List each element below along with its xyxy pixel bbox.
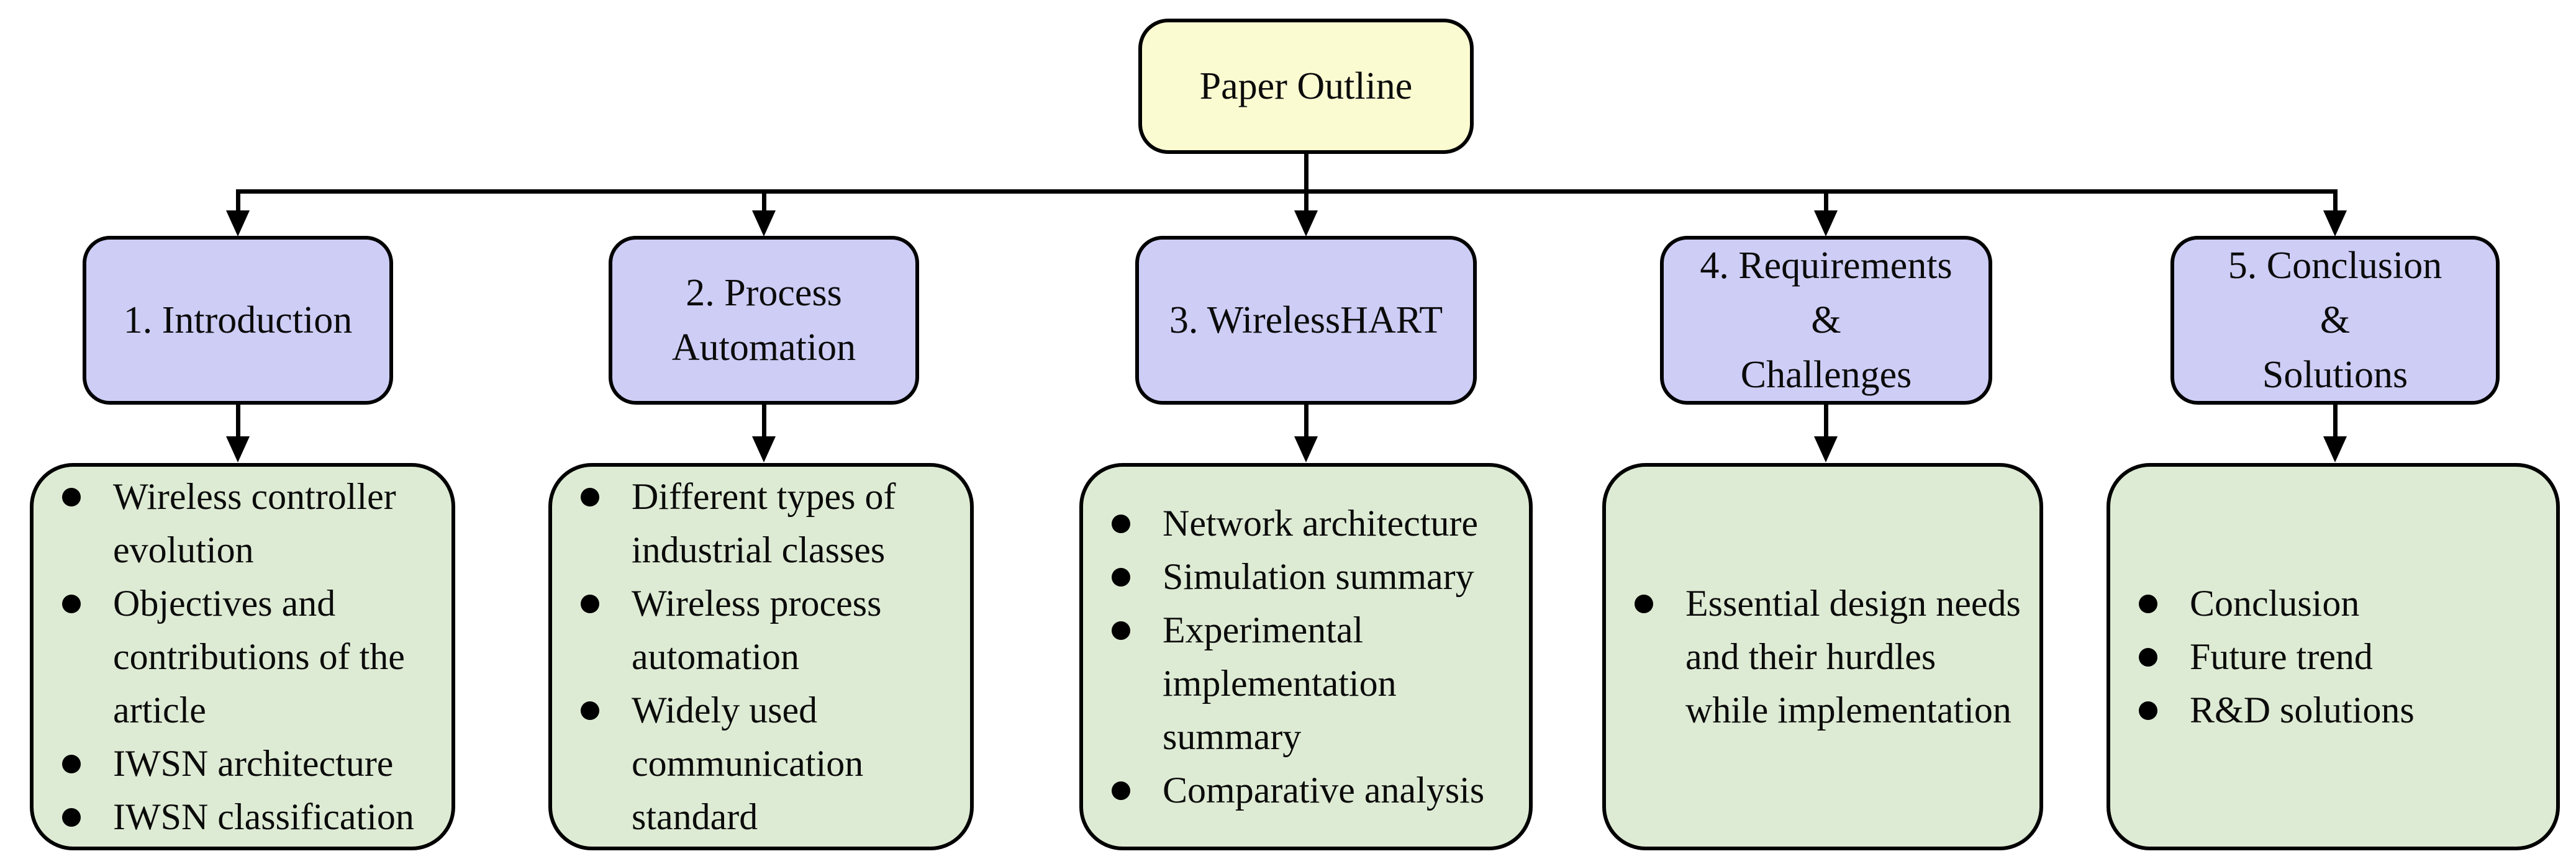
root-label: Paper Outline — [1199, 65, 1413, 107]
arrow-down-icon — [1294, 210, 1318, 236]
section-title-line: Solutions — [2262, 354, 2408, 396]
bullet-list: Conclusion Future trend R&D solutions — [2110, 577, 2556, 737]
section-title-line: & — [2320, 299, 2351, 341]
list-item: Widely used communication standard — [569, 683, 953, 843]
list-item: Future trend — [2128, 630, 2539, 683]
arrow-down-icon — [226, 436, 250, 462]
arrow-down-icon — [226, 210, 250, 236]
list-item: Network architecture — [1100, 497, 1512, 550]
bullet-list: Wireless controller evolution Objectives… — [34, 470, 451, 843]
detail-box-introduction: Wireless controller evolution Objectives… — [30, 463, 455, 850]
section-title-line: 5. Conclusion — [2228, 245, 2442, 287]
connector-mid-col1 — [236, 405, 240, 438]
list-item: Wireless process automation — [569, 577, 953, 683]
arrow-down-icon — [1814, 436, 1838, 462]
connector-drop-col1 — [236, 189, 240, 214]
list-item: IWSN classification — [51, 790, 434, 843]
list-item: Comparative analysis — [1100, 763, 1512, 817]
section-title-line: 2. Process — [686, 272, 842, 314]
connector-spine — [238, 189, 2335, 194]
arrow-down-icon — [752, 436, 776, 462]
section-title-line: Automation — [671, 326, 856, 369]
list-item: Objectives and contributions of the arti… — [51, 577, 434, 737]
connector-mid-col2 — [762, 405, 766, 438]
bullet-list: Different types of industrial classes Wi… — [552, 470, 970, 843]
connector-root-drop — [1304, 154, 1308, 214]
section-box-wirelesshart: 3. WirelessHART — [1135, 236, 1477, 405]
section-title-line: 1. Introduction — [123, 299, 353, 341]
arrow-down-icon — [2323, 436, 2347, 462]
section-box-conclusion-solutions: 5. Conclusion & Solutions — [2170, 236, 2500, 405]
section-title-line: 4. Requirements — [1700, 245, 1952, 287]
bullet-list: Essential design needs and their hurdles… — [1606, 577, 2039, 737]
section-title-line: 3. WirelessHART — [1169, 299, 1443, 341]
list-item: Wireless controller evolution — [51, 470, 434, 577]
list-item: Experimental implementation summary — [1100, 603, 1512, 763]
connector-mid-col3 — [1304, 405, 1308, 438]
section-title-line: & — [1811, 299, 1841, 341]
list-item: R&D solutions — [2128, 683, 2539, 737]
arrow-down-icon — [752, 210, 776, 236]
connector-mid-col5 — [2333, 405, 2338, 438]
detail-box-conclusion-solutions: Conclusion Future trend R&D solutions — [2107, 463, 2560, 850]
list-item: IWSN architecture — [51, 737, 434, 790]
detail-box-wirelesshart: Network architecture Simulation summary … — [1079, 463, 1533, 850]
connector-drop-col4 — [1824, 189, 1828, 214]
root-box: Paper Outline — [1138, 19, 1474, 154]
connector-drop-col5 — [2333, 189, 2338, 214]
arrow-down-icon — [1294, 436, 1318, 462]
bullet-list: Network architecture Simulation summary … — [1083, 497, 1529, 817]
section-box-process-automation: 2. Process Automation — [609, 236, 919, 405]
connector-mid-col4 — [1824, 405, 1828, 438]
arrow-down-icon — [1814, 210, 1838, 236]
connector-drop-col2 — [762, 189, 766, 214]
section-title-line: Challenges — [1740, 354, 1912, 396]
list-item: Conclusion — [2128, 577, 2539, 630]
section-box-introduction: 1. Introduction — [83, 236, 393, 405]
list-item: Essential design needs and their hurdles… — [1623, 577, 2022, 737]
list-item: Simulation summary — [1100, 550, 1512, 603]
arrow-down-icon — [2323, 210, 2347, 236]
section-box-requirements-challenges: 4. Requirements & Challenges — [1660, 236, 1992, 405]
list-item: Different types of industrial classes — [569, 470, 953, 577]
detail-box-requirements-challenges: Essential design needs and their hurdles… — [1602, 463, 2043, 850]
detail-box-process-automation: Different types of industrial classes Wi… — [548, 463, 974, 850]
